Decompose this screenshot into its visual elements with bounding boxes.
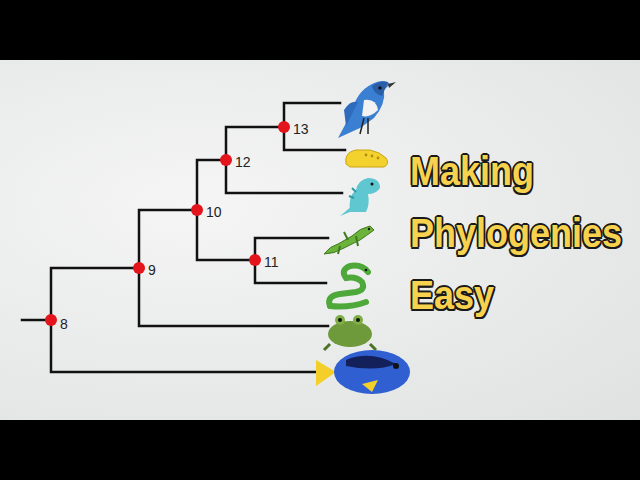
dinosaur-icon [340,178,380,216]
node-number: 9 [148,262,156,278]
bird-icon [338,81,396,138]
fish-icon [316,350,410,394]
node-number: 10 [206,204,222,220]
node-number: 11 [264,254,279,270]
title-text: Making Phylogenies Easy [410,140,635,326]
snake-icon [329,266,368,307]
node-number: 13 [293,121,309,137]
shoe-icon [346,150,388,167]
node-number: 8 [60,316,68,332]
lizard-icon [324,226,374,254]
frog-icon [324,315,376,350]
node-number: 12 [235,154,251,170]
